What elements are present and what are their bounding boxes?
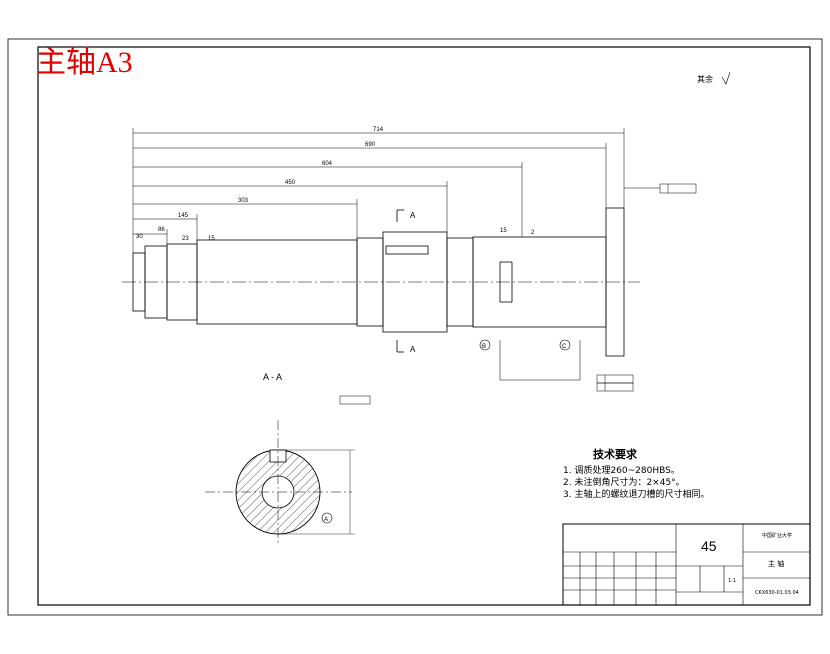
titleblock-drawing-no: CKX630-01.03.04 [755,590,799,596]
header-title: 主轴A3 [36,46,133,79]
inner-frame [37,46,811,606]
section-view [205,420,355,545]
datum-a-icon [321,512,333,524]
titleblock-material: 45 [701,538,717,554]
section-cut-marks [396,209,404,353]
titleblock-school: 中国矿业大学 [762,532,792,539]
requirement-item: 1. 调质处理260~280HBS。 [563,464,680,476]
dimension-lines [132,128,625,381]
cut-label-top: A [410,211,416,220]
dim-a15: 15 [500,228,507,234]
titleblock-scale: 1:1 [728,578,736,584]
roughness-note: 其余 [697,74,713,84]
requirement-item: 2. 未注倒角尺寸为：2×45°。 [563,476,685,488]
dim-23: 23 [182,236,189,242]
dim-690: 690 [365,142,376,148]
outer-frame [7,38,823,616]
dim-604: 604 [322,161,333,167]
requirement-item: 3. 主轴上的螺纹退刀槽的尺寸相同。 [563,488,709,500]
datum-c-icon [559,339,571,351]
dim-30: 30 [136,234,143,240]
datum-b: B [482,344,486,350]
datum-a: A [324,517,328,523]
dim-450: 450 [285,180,296,186]
dim-2: 2 [531,230,535,236]
roughness-symbol-icon [721,71,731,85]
tolerance-frames [339,183,697,405]
cut-label-bottom: A [410,345,416,354]
title-block [562,523,811,606]
dim-145: 145 [178,213,189,219]
datum-b-icon [479,339,491,351]
dim-15: 15 [208,236,215,242]
titleblock-part-name: 主 轴 [768,559,784,568]
section-view-label: A - A [263,372,282,382]
dim-714: 714 [373,127,384,133]
dim-303: 303 [238,198,249,204]
datum-c: C [562,344,567,350]
shaft-body [132,207,625,357]
requirements-title: 技术要求 [593,447,638,461]
dim-86: 86 [158,227,165,233]
